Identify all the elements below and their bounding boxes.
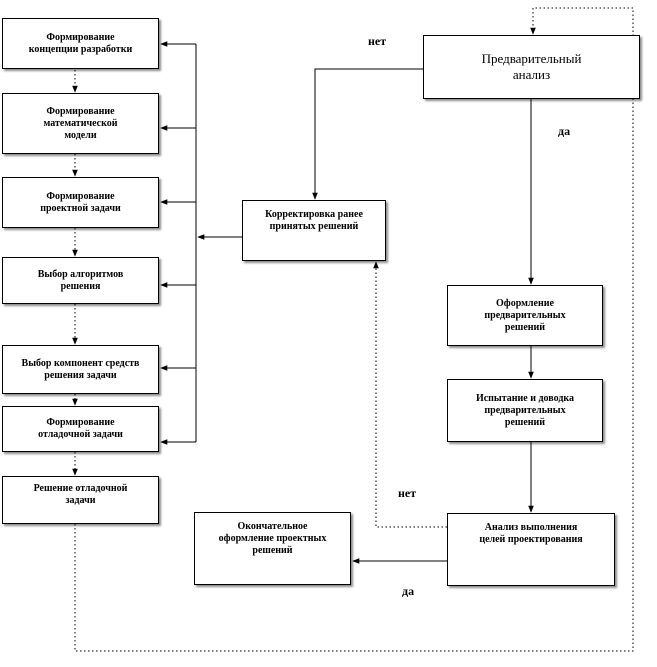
box-preliminary-analysis: Предварительный анализ (423, 35, 640, 99)
box-preliminary-design: Оформление предварительных решений (447, 285, 603, 346)
arrow-prelim-no-correct (312, 68, 423, 200)
label-yes-top: да (558, 124, 571, 138)
box-goal-analysis: Анализ выполнения целей проектирования (447, 513, 615, 586)
main-flow (160, 41, 534, 564)
label-no-top: нет (368, 34, 387, 48)
left-column-flow (72, 7, 634, 652)
box-math-model: Формирование математической модели (2, 93, 159, 154)
label-no-bottom: нет (398, 486, 417, 500)
box-algorithm-choice: Выбор алгоритмов решения (2, 257, 159, 304)
box-test-refinement: Испытание и доводка предварительных реше… (447, 379, 603, 442)
box-decision-correction: Корректировка ранее принятых решений (242, 200, 386, 261)
box-component-choice: Выбор компонент средств решения задачи (2, 345, 159, 394)
box-concept-formation: Формирование концепции разработки (2, 18, 159, 69)
box-debug-task-formation: Формирование отладочной задачи (2, 406, 159, 452)
label-yes-bottom: да (402, 584, 415, 598)
box-design-task: Формирование проектной задачи (2, 177, 159, 228)
loop-back-to-prelim (74, 7, 634, 652)
box-final-design: Окончательное оформление проектных решен… (194, 512, 351, 585)
box-debug-task-solution: Решение отладочной задачи (2, 476, 159, 524)
